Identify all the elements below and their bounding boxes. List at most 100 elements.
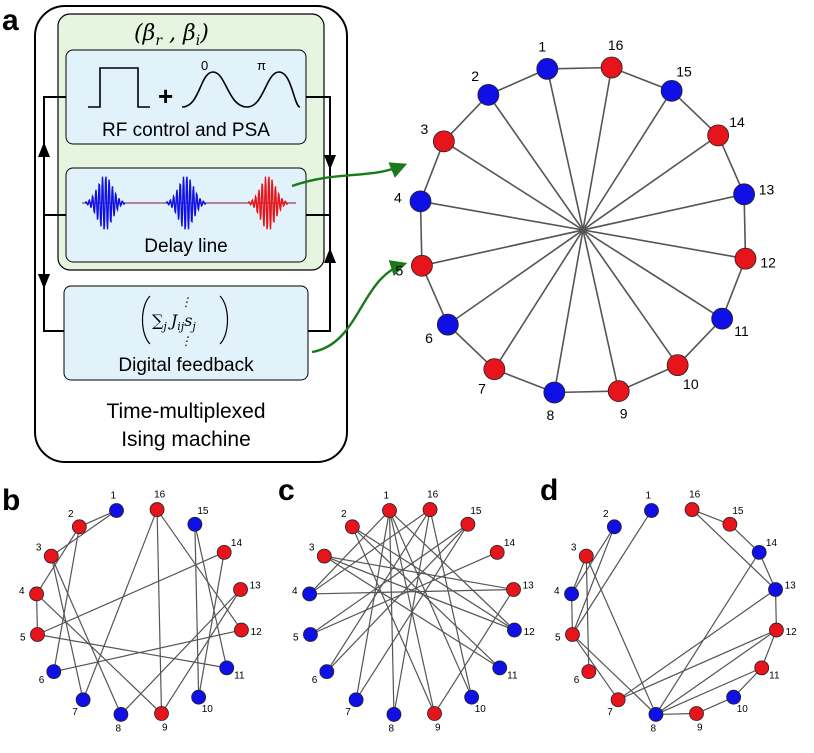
c-node-12 <box>507 622 522 638</box>
b-edge-3-7 <box>50 555 84 700</box>
main-node-11 <box>711 307 734 330</box>
b-node-8 <box>113 707 129 722</box>
delay-line-label: Delay line <box>144 236 227 257</box>
c-node-14 <box>489 544 505 560</box>
pulse-down-1 <box>84 176 126 230</box>
b-edge-7-16 <box>82 509 158 700</box>
b-node-label-4: 4 <box>19 586 25 597</box>
d-edge-7-12 <box>617 629 777 701</box>
main-node-label-6: 6 <box>425 330 433 346</box>
pulse-train <box>84 176 289 230</box>
d-edge-5-7 <box>571 634 619 701</box>
c-edge-5-14 <box>310 551 498 636</box>
c-node-13 <box>506 582 521 597</box>
d-edge-8-12 <box>655 629 777 715</box>
c-edge-10-16 <box>429 509 473 698</box>
d-node-9 <box>689 706 704 721</box>
d-edge-8-11 <box>655 667 762 715</box>
d-node-2 <box>606 519 622 535</box>
b-node-1 <box>109 503 124 518</box>
digital-feedback-box <box>63 285 309 381</box>
main-node-label-8: 8 <box>546 407 554 423</box>
d-node-label-8: 8 <box>651 724 657 735</box>
c-node-label-8: 8 <box>389 724 395 735</box>
b-node-6 <box>46 664 62 680</box>
b-edge-10-15 <box>194 524 200 698</box>
main-node-6 <box>436 313 459 336</box>
b-node-label-5: 5 <box>20 632 26 643</box>
b-node-label-1: 1 <box>110 490 116 501</box>
c-node-6 <box>319 664 335 680</box>
d-node-label-7: 7 <box>607 707 613 718</box>
c-node-label-4: 4 <box>292 586 298 597</box>
main-node-label-2: 2 <box>471 68 479 84</box>
b-edge-8-13 <box>120 589 241 715</box>
main-node-label-15: 15 <box>676 63 692 79</box>
b-node-10 <box>191 689 207 705</box>
main-node-label-12: 12 <box>760 255 776 271</box>
c-node-label-7: 7 <box>345 707 351 718</box>
c-edge-1-8 <box>388 510 395 715</box>
b-node-12 <box>234 622 249 638</box>
b-node-2 <box>71 519 87 535</box>
main-node-10 <box>666 354 689 377</box>
main-node-2 <box>477 83 500 106</box>
b-node-label-13: 13 <box>250 581 262 592</box>
d-node-3 <box>578 548 594 564</box>
c-node-label-14: 14 <box>504 538 516 549</box>
digital-feedback-label: Digital feedback <box>118 355 254 376</box>
c-edge-2-9 <box>351 526 436 714</box>
c-edge-5-15 <box>310 523 469 636</box>
d-edge-2-5 <box>571 526 615 635</box>
main-node-8 <box>543 381 566 404</box>
d-node-label-9: 9 <box>697 723 703 734</box>
d-node-label-12: 12 <box>786 627 798 638</box>
main-node-label-9: 9 <box>620 406 628 422</box>
d-node-label-5: 5 <box>555 632 561 643</box>
b-edge-14-10 <box>198 552 225 698</box>
c-node-11 <box>492 660 508 676</box>
main-node-14 <box>707 124 730 147</box>
b-node-label-11: 11 <box>234 670 245 681</box>
main-node-16 <box>600 56 623 79</box>
main-node-label-13: 13 <box>759 181 775 197</box>
d-edge-5-8 <box>572 634 657 715</box>
b-node-label-15: 15 <box>197 506 209 517</box>
c-node-label-5: 5 <box>293 632 299 643</box>
c-node-7 <box>348 692 364 708</box>
b-edge-5-11 <box>37 633 227 669</box>
c-edge-4-16 <box>309 509 431 595</box>
b-edge-2-6 <box>53 526 80 672</box>
d-edge-6-3 <box>585 556 590 672</box>
main-node-15 <box>660 79 683 102</box>
c-node-label-2: 2 <box>341 509 347 520</box>
c-node-label-10: 10 <box>475 704 487 715</box>
b-node-label-12: 12 <box>251 627 263 638</box>
b-node-4 <box>29 586 44 602</box>
panel-letter-d: d <box>540 474 558 507</box>
main-node-label-7: 7 <box>478 381 486 397</box>
b-node-13 <box>233 582 248 597</box>
d-node-11 <box>754 660 770 676</box>
pulse-up-3 <box>247 176 289 230</box>
c-node-label-3: 3 <box>309 543 315 554</box>
b-node-label-3: 3 <box>36 543 42 554</box>
c-node-15 <box>460 516 476 532</box>
main-node-label-16: 16 <box>608 37 624 53</box>
b-node-label-8: 8 <box>116 724 122 735</box>
panel-letter-a: a <box>2 4 19 37</box>
d-edge-16-13 <box>691 509 776 590</box>
d-node-label-4: 4 <box>554 586 560 597</box>
d-node-label-11: 11 <box>769 670 780 681</box>
c-edge-11-3 <box>323 555 501 669</box>
plus-sign: + <box>158 81 173 111</box>
c-node-label-13: 13 <box>523 581 535 592</box>
c-node-16 <box>422 502 438 517</box>
b-edge-11-15 <box>194 524 228 669</box>
d-node-label-1: 1 <box>645 490 651 501</box>
c-node-label-6: 6 <box>312 675 318 686</box>
d-edge-2-4 <box>571 526 615 595</box>
b-node-16 <box>149 502 165 517</box>
